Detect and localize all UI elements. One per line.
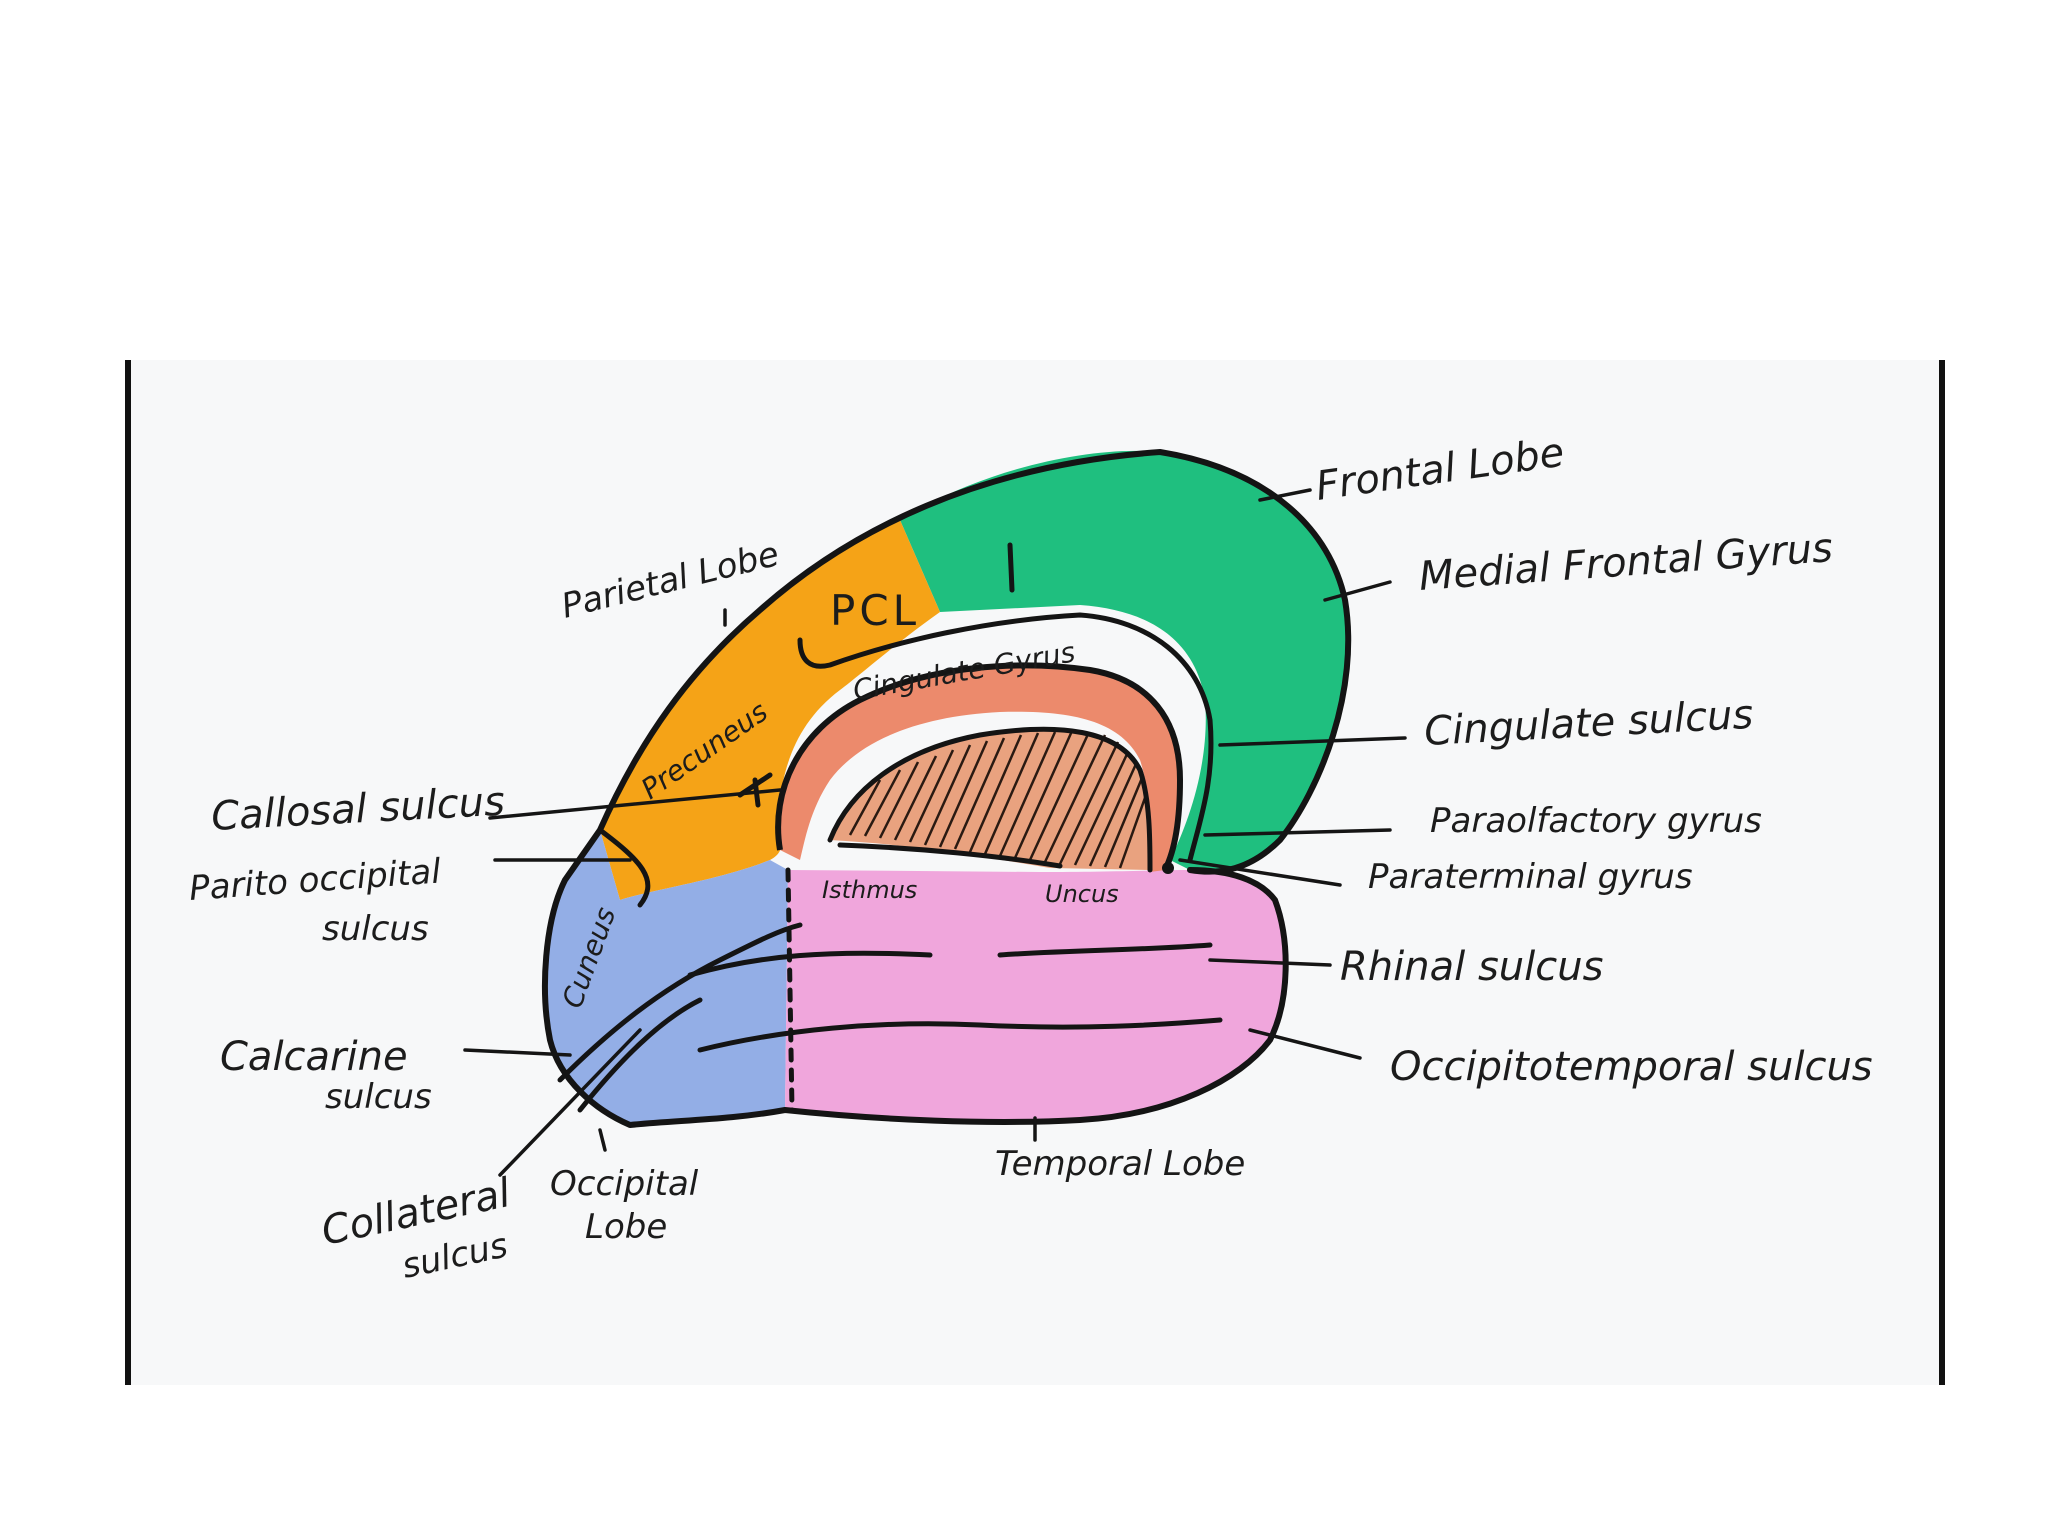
label-pcl: PCL: [830, 586, 920, 635]
occipitotemporal-sulcus-line: [697, 1017, 1223, 1053]
label-paraterminal-gyrus: Paraterminal gyrus: [1368, 857, 1693, 897]
cingulate-outer-edge: [775, 662, 1183, 872]
temporal-lobe-region: [785, 870, 1286, 1122]
label-paraolfactory-gyrus: Paraolfactory gyrus: [1430, 801, 1762, 841]
callosal-body-lower-line: [837, 842, 1063, 869]
collateral-sulcus-inner: [577, 997, 703, 1113]
internal-sulci: [557, 542, 1223, 1113]
parietal-lobe-region: [600, 520, 940, 900]
leader-lines: [463, 488, 1407, 1177]
label-calcarine-sulcus-2: sulcus: [325, 1077, 432, 1117]
paracentral-branch: [1007, 542, 1015, 593]
label-parieto-occipital-sulcus-2: sulcus: [322, 909, 429, 949]
corpus-callosum-region: [830, 729, 1150, 870]
rhinal-sulcus-line: [687, 950, 933, 978]
label-temporal-lobe: Temporal Lobe: [995, 1144, 1245, 1184]
label-rhinal-sulcus: Rhinal sulcus: [1340, 944, 1603, 990]
hemisphere-outline: [542, 449, 1352, 1128]
occipital-lobe-region: [545, 830, 788, 1125]
label-calcarine-sulcus-1: Calcarine: [220, 1034, 408, 1080]
corpus-callosum-edge: [827, 726, 1153, 873]
corpus-callosum-striations: [848, 730, 1148, 869]
label-isthmus: Isthmus: [822, 876, 917, 904]
parieto-occipital-boundary: [597, 827, 651, 908]
rhinal-sulcus-line-2: [997, 942, 1213, 958]
label-occipitotemporal-sulcus: Occipitotemporal sulcus: [1390, 1044, 1873, 1090]
occipital-temporal-boundary: [785, 867, 795, 1113]
cingulate-gyrus-region: [778, 665, 1180, 872]
cingulate-sulcus-line: [797, 612, 1214, 863]
label-occipital-lobe-2: Lobe: [585, 1207, 667, 1247]
label-occipital-lobe-1: Occipital: [550, 1164, 699, 1204]
label-uncus: Uncus: [1045, 880, 1119, 908]
paraterminal-dot: [1162, 862, 1174, 874]
